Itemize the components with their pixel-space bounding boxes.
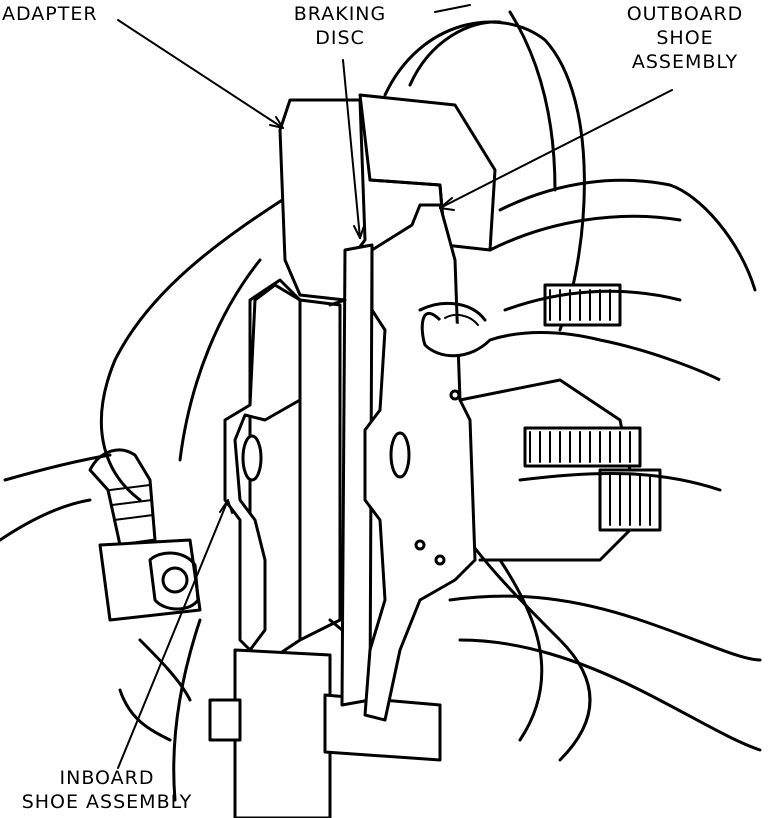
inboard-arrowhead: [219, 499, 233, 514]
inboard-leader: [117, 499, 229, 769]
braking-disc-arrowhead: [353, 225, 365, 239]
outboard-leader: [439, 89, 673, 209]
outboard-label-line2: SHOE: [656, 27, 714, 49]
adapter-label: ADAPTER: [2, 3, 98, 25]
leader-lines: [117, 19, 673, 769]
braking-disc-label: BRAKING DISC: [278, 2, 402, 50]
outboard-arrowhead: [439, 197, 455, 211]
outboard-label-line3: ASSEMBLY: [631, 51, 739, 73]
brake-hose-fitting: [88, 448, 202, 622]
inboard-label-line1: INBOARD: [59, 767, 155, 789]
braking-disc-label-line2: DISC: [315, 27, 365, 49]
braking-disc-label-line1: BRAKING: [293, 3, 387, 25]
adapter-leader: [117, 19, 284, 129]
braking-disc-leader: [342, 59, 361, 239]
inboard-shoe: [223, 283, 342, 652]
outboard-shoe-label: OUTBOARD SHOE ASSEMBLY: [610, 2, 760, 74]
adapter-arrowhead: [269, 116, 284, 129]
inboard-shoe-label: INBOARD SHOE ASSEMBLY: [0, 766, 214, 814]
outboard-label-line1: OUTBOARD: [626, 3, 744, 25]
hub-assembly: [458, 283, 662, 562]
inboard-label-line2: SHOE ASSEMBLY: [21, 791, 193, 813]
outboard-shoe: [363, 203, 477, 722]
hand: [418, 178, 762, 752]
